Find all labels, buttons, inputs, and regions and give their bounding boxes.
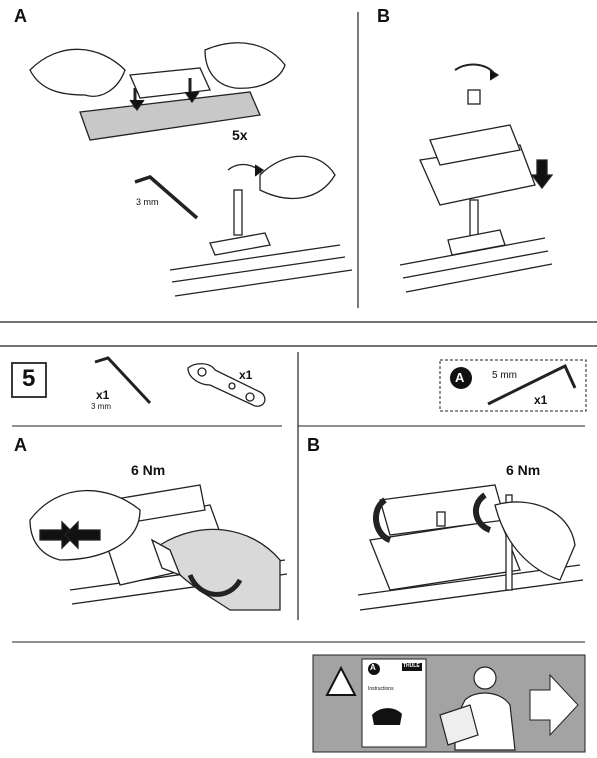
kit-tool-box	[439, 359, 587, 412]
wrench-size-label: 3 mm	[136, 197, 159, 207]
tool1-size: 3 mm	[91, 402, 111, 411]
warning-triangle-icon	[325, 665, 357, 696]
top-panel-b-label: B	[377, 6, 390, 26]
kit-badge	[450, 367, 472, 389]
person-reading-icon	[439, 666, 516, 751]
bottom-a-tightening-illustration	[29, 484, 288, 611]
top-b-clamp-assembly	[399, 63, 554, 293]
kit-tool-qty: x1	[534, 393, 548, 407]
roof-rack-icon	[372, 708, 402, 725]
step-number: 5	[22, 365, 36, 392]
hex-wrench-5mm-icon	[487, 363, 577, 406]
top-panel-a-label: A	[14, 6, 27, 26]
tool2-qty: x1	[239, 368, 253, 382]
spanner-tool-icon	[187, 363, 266, 407]
footer-instructions-text: Instructions	[368, 686, 394, 692]
footer-badge-letter: A	[370, 663, 376, 672]
tool1-qty: x1	[96, 388, 110, 402]
repeat-count: 5x	[232, 127, 248, 143]
top-a-rail-illustration	[29, 42, 286, 141]
footer-brand: THULE	[403, 663, 420, 669]
torque-a: 6 Nm	[131, 462, 166, 478]
next-arrow-icon	[529, 673, 579, 737]
hex-wrench-icon	[134, 175, 199, 220]
brand-logo	[402, 663, 422, 671]
kit-badge-letter: A	[455, 370, 465, 385]
step-number-box	[11, 362, 47, 398]
top-a-clamp-bolt	[169, 155, 353, 297]
bottom-panel-b-label: B	[307, 435, 320, 455]
torque-b: 6 Nm	[506, 462, 541, 478]
bottom-b-tightening-illustration	[357, 484, 584, 611]
bottom-panel-a-label: A	[14, 435, 27, 455]
kit-tool-size: 5 mm	[492, 370, 517, 381]
booklet-badge	[368, 663, 380, 675]
hex-wrench-3mm-icon	[94, 356, 152, 405]
